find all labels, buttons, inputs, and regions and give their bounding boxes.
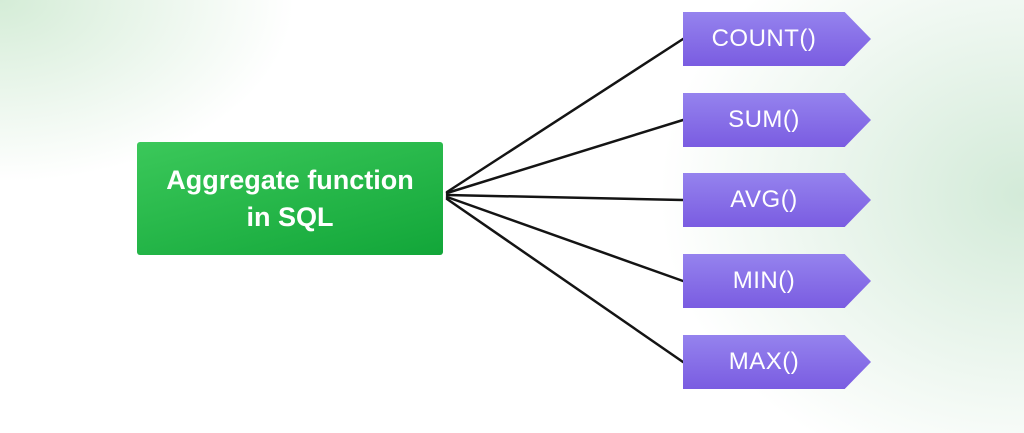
node-max: MAX()	[683, 335, 871, 389]
node-sum: SUM()	[683, 93, 871, 147]
node-avg: AVG()	[683, 173, 871, 227]
root-node: Aggregate function in SQL	[137, 142, 443, 255]
node-avg-label: AVG()	[730, 186, 798, 213]
node-count: COUNT()	[683, 12, 871, 66]
node-max-label: MAX()	[728, 348, 800, 375]
connector-line-count	[445, 37, 685, 194]
connector-line-avg	[445, 193, 685, 202]
connector-line-max	[445, 197, 685, 364]
node-min-label: MIN()	[732, 267, 796, 294]
connector-line-sum	[445, 118, 685, 195]
node-count-label: COUNT()	[711, 25, 817, 52]
node-min: MIN()	[683, 254, 871, 308]
root-node-label: Aggregate function in SQL	[166, 165, 414, 232]
connector-line-min	[445, 195, 685, 283]
node-sum-label: SUM()	[728, 106, 800, 133]
